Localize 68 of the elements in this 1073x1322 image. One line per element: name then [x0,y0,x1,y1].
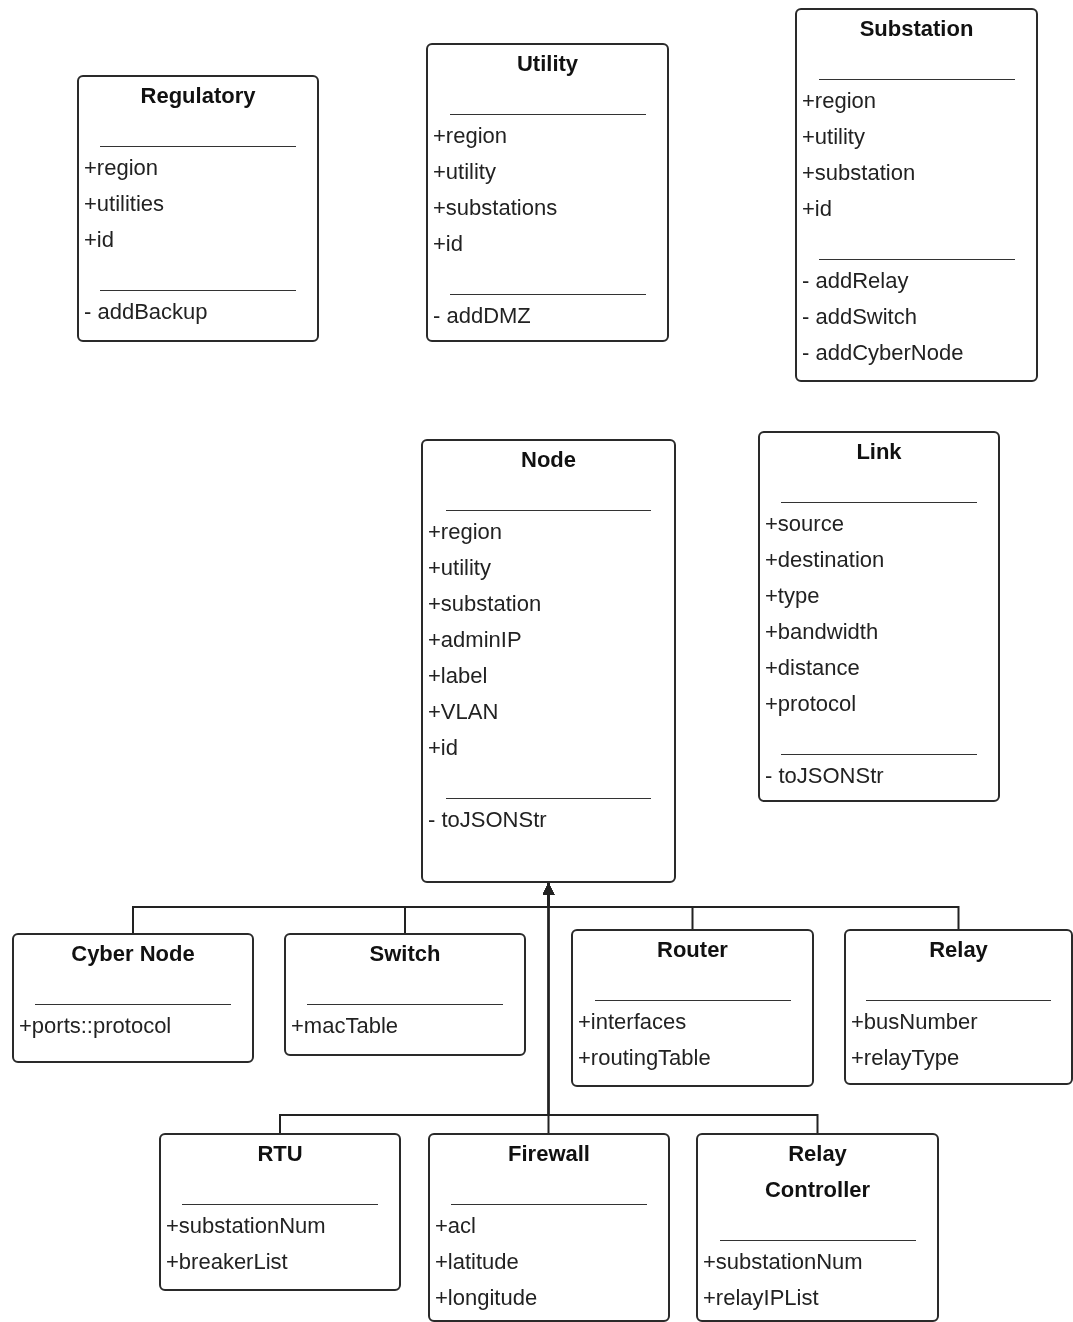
attribute-text: +substation [427,590,542,618]
attribute-text: +routingTable [577,1044,711,1072]
attribute-text: +relayType [850,1044,960,1072]
class-name: Cyber Node [70,940,196,968]
class-box [844,929,1073,1085]
attribute-text: +utility [432,158,496,186]
attribute-text: +substations [432,194,558,222]
attribute-text: +region [427,518,502,546]
class-box [795,8,1038,382]
class-name: Utility [515,50,580,78]
attribute-text: +busNumber [850,1008,978,1036]
class-box [284,933,526,1056]
class-name: Router [656,936,729,964]
attribute-text: +acl [434,1212,476,1240]
class-name: Node [520,446,577,474]
attribute-text: +region [801,87,876,115]
class-name: Regulatory [139,82,257,110]
attribute-text: +relayIPList [702,1284,819,1312]
attribute-text: +source [764,510,844,538]
method-text: - addCyberNode [801,339,964,367]
class-box [758,431,1000,802]
method-text: - addRelay [801,267,909,295]
method-text: - toJSONStr [764,762,884,790]
class-box [696,1133,939,1322]
class-name: Relay Controller [763,1140,872,1204]
class-box [77,75,319,342]
attribute-text: +interfaces [577,1008,687,1036]
attribute-text: +region [432,122,507,150]
attribute-text: +VLAN [427,698,499,726]
attribute-text: +breakerList [165,1248,288,1276]
class-box [421,439,676,883]
attribute-text: +region [83,154,158,182]
attribute-text: +utilities [83,190,165,218]
attribute-text: +latitude [434,1248,519,1276]
attribute-text: +id [427,734,458,762]
attribute-text: +adminIP [427,626,522,654]
attribute-text: +utility [801,123,865,151]
attribute-text: +protocol [764,690,857,718]
attribute-text: +ports::protocol [18,1012,172,1040]
attribute-text: +id [83,226,114,254]
attribute-text: +utility [427,554,491,582]
class-box [428,1133,670,1322]
class-name: Switch [368,940,442,968]
attribute-text: +macTable [290,1012,398,1040]
class-box [12,933,254,1063]
class-name: Firewall [507,1140,591,1168]
attribute-text: +longitude [434,1284,538,1312]
method-text: - addBackup [83,298,208,326]
attribute-text: +destination [764,546,885,574]
attribute-text: +id [801,195,832,223]
attribute-text: +substation [801,159,916,187]
class-name: RTU [256,1140,304,1168]
attribute-text: +substationNum [702,1248,863,1276]
method-text: - toJSONStr [427,806,547,834]
attribute-text: +label [427,662,488,690]
class-box [426,43,669,342]
method-text: - addSwitch [801,303,917,331]
class-box [571,929,814,1087]
attribute-text: +id [432,230,463,258]
class-name: Link [855,438,903,466]
attribute-text: +substationNum [165,1212,326,1240]
attribute-text: +bandwidth [764,618,879,646]
class-name: Substation [858,15,975,43]
attribute-text: +type [764,582,820,610]
class-name: Relay [928,936,989,964]
class-box [159,1133,401,1291]
method-text: - addDMZ [432,302,531,330]
attribute-text: +distance [764,654,860,682]
